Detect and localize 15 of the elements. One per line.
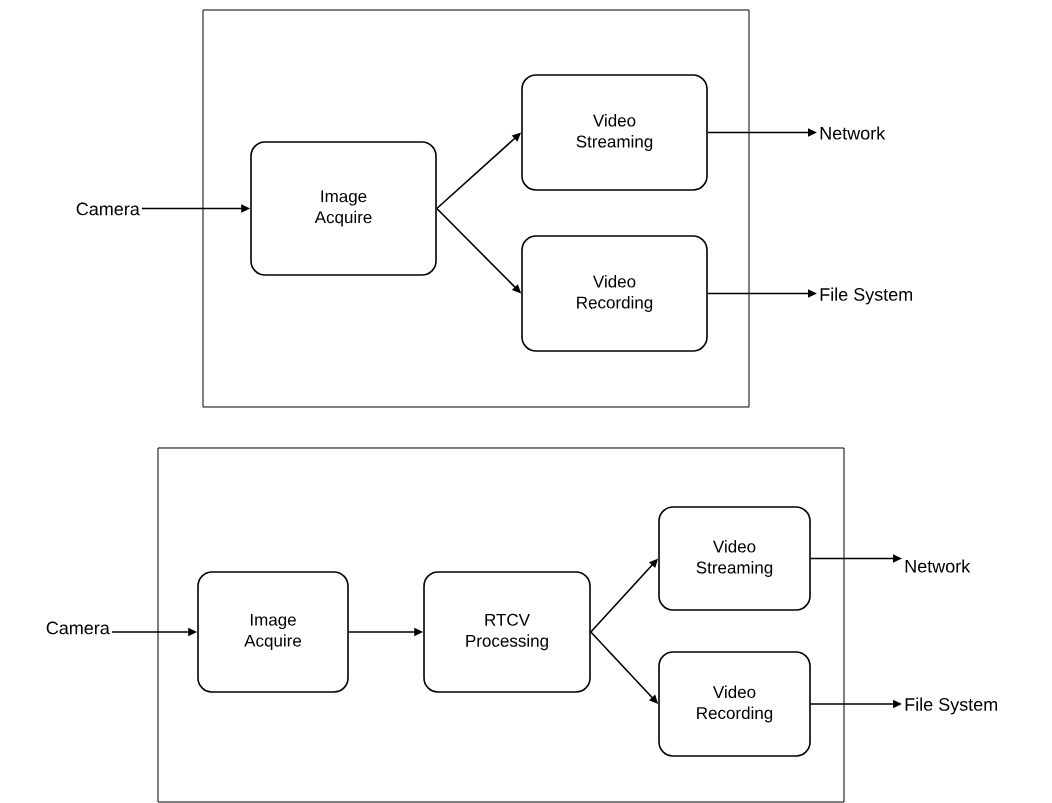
process-box: Image Acquire	[197, 571, 349, 693]
source-label: Camera	[76, 202, 140, 216]
output-label: File System	[820, 287, 912, 305]
source-label: Camera	[46, 621, 110, 635]
process-box: RTCV Processing	[423, 571, 591, 693]
process-box: Video Streaming	[521, 74, 708, 191]
output-label: Network	[905, 559, 971, 573]
process-box: Video Recording	[658, 651, 811, 757]
process-box: Video Recording	[521, 235, 708, 352]
frame-box	[202, 9, 750, 408]
frame-box	[157, 447, 845, 803]
output-label: File System	[905, 697, 997, 715]
process-box: Image Acquire	[250, 141, 437, 276]
process-box: Video Streaming	[658, 506, 811, 611]
output-label: Network	[820, 126, 886, 140]
